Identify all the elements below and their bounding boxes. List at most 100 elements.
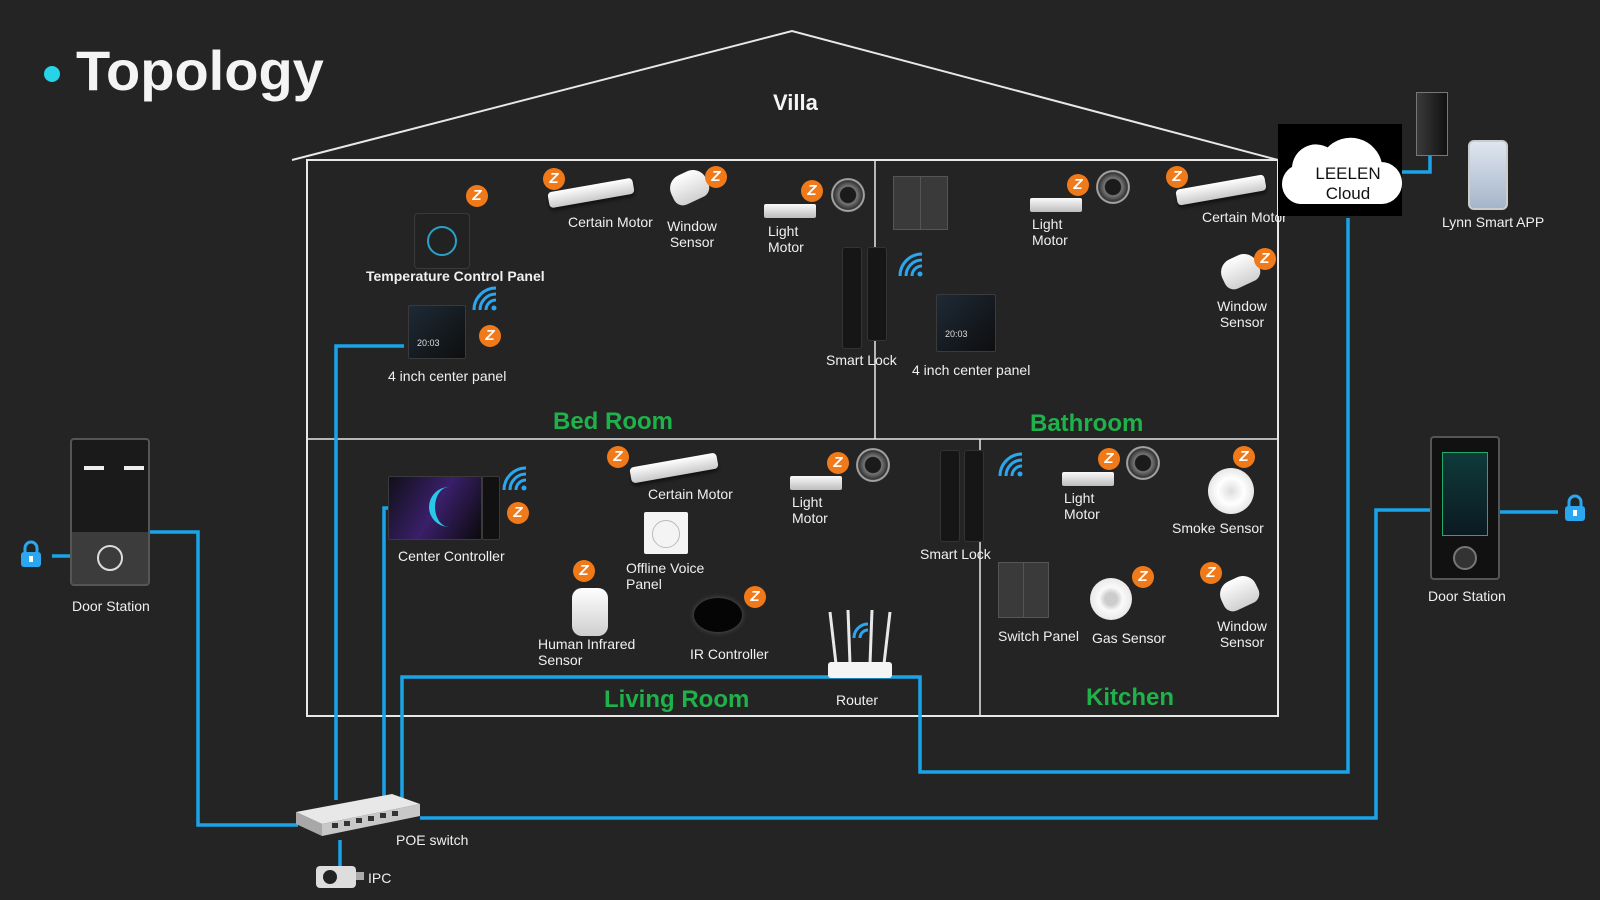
smart-lock-handle (867, 247, 887, 341)
light-motor-device (790, 476, 842, 490)
zigbee-icon: Z (1200, 562, 1222, 584)
wire-switch-door-right (420, 508, 1430, 820)
human-infrared-sensor-device (572, 588, 608, 636)
light-motor-label: Light Motor (768, 223, 804, 255)
window-sensor-label: Window Sensor (667, 218, 717, 250)
house-outline (306, 159, 1279, 717)
zigbee-icon: Z (543, 168, 565, 190)
light-dimmer-icon (1096, 170, 1130, 204)
zigbee-icon: Z (1098, 448, 1120, 470)
roof-outline (291, 29, 1279, 161)
smoke-sensor-device (1208, 468, 1254, 514)
zigbee-icon: Z (801, 180, 823, 202)
switch-panel-right (1023, 562, 1049, 618)
center-controller-label: Center Controller (398, 548, 505, 564)
light-motor-device (1062, 472, 1114, 486)
zigbee-icon: Z (479, 325, 501, 347)
light-motor-label: Light Motor (792, 494, 828, 526)
door-station-screen (1442, 452, 1488, 536)
zigbee-icon: Z (466, 185, 488, 207)
server-tower-icon (1416, 92, 1448, 156)
wire-switch-controller (382, 506, 392, 800)
padlock-icon (21, 540, 41, 567)
room-label-bathroom: Bathroom (1030, 410, 1144, 437)
zigbee-icon: Z (507, 502, 529, 524)
thermostat-dial-icon (427, 226, 457, 256)
human-infrared-sensor-label: Human Infrared Sensor (538, 636, 636, 668)
app-label: Lynn Smart APP (1442, 214, 1545, 230)
wire-cloud-server (1402, 150, 1432, 174)
poe-switch-icon (296, 794, 420, 836)
controller-side-module (482, 476, 500, 540)
poe-switch-label: POE switch (396, 832, 469, 848)
smartphone-icon (1468, 140, 1508, 210)
center-panel-label: 4 inch center panel (912, 362, 1031, 378)
ir-controller-label: IR Controller (690, 646, 769, 662)
window-sensor-label: Window Sensor (1217, 618, 1267, 650)
wifi-icon (502, 466, 527, 491)
padlock-icon (1565, 494, 1585, 521)
smoke-sensor-label: Smoke Sensor (1172, 520, 1264, 536)
zigbee-icon: Z (827, 452, 849, 474)
zigbee-icon: Z (705, 166, 727, 188)
center-panel-label: 4 inch center panel (388, 368, 507, 384)
cloud-label-line1: LEELEN (1315, 164, 1381, 183)
room-label-bed-room: Bed Room (553, 408, 673, 435)
door-station-left-label: Door Station (72, 598, 150, 614)
ipc-camera-icon (316, 866, 364, 888)
temperature-panel-label: Temperature Control Panel (366, 268, 545, 284)
wire-door-left-switch (150, 530, 298, 827)
light-dimmer-icon (856, 448, 890, 482)
light-dimmer-icon (831, 178, 865, 212)
center-controller-device (388, 476, 482, 540)
zigbee-icon: Z (573, 560, 595, 582)
light-motor-label: Light Motor (1064, 490, 1100, 522)
offline-voice-panel-device (644, 512, 688, 554)
villa-label: Villa (773, 90, 818, 115)
ir-controller-device (694, 598, 742, 632)
temperature-panel-device (414, 213, 470, 269)
smart-lock-device (842, 247, 862, 349)
window-sensor-label: Window Sensor (1217, 298, 1267, 330)
page-title: Topology (76, 39, 324, 102)
certain-motor-label: Certain Motor (568, 214, 653, 230)
smart-lock-device (940, 450, 960, 542)
light-dimmer-icon (1126, 446, 1160, 480)
smart-lock-label: Smart Lock (826, 352, 897, 368)
switch-panel-left (893, 176, 921, 230)
center-panel-device: 20:03 (936, 294, 996, 352)
center-panel-device: 20:03 (408, 305, 466, 359)
offline-voice-panel-label: Offline Voice Panel (626, 560, 705, 592)
wifi-icon (998, 452, 1023, 477)
gas-sensor-label: Gas Sensor (1092, 630, 1166, 646)
room-label-kitchen: Kitchen (1086, 684, 1175, 711)
call-button-icon (1453, 546, 1477, 570)
door-station-right-label: Door Station (1428, 588, 1506, 604)
smart-lock-handle (964, 450, 984, 542)
router-label: Router (836, 692, 879, 708)
zigbee-icon: Z (1132, 566, 1154, 588)
cloud-label-line2: Cloud (1325, 184, 1371, 203)
zigbee-icon: Z (1233, 446, 1255, 468)
certain-motor-label: Certain Motor (648, 486, 733, 502)
zigbee-icon: Z (1254, 248, 1276, 270)
router-icon (828, 609, 892, 678)
title-bullet (44, 66, 60, 82)
certain-motor-label: Certain Motor (1202, 209, 1287, 225)
cloud-icon (1282, 137, 1403, 204)
wifi-icon (472, 286, 497, 311)
zigbee-icon: Z (607, 446, 629, 468)
zigbee-icon: Z (1166, 166, 1188, 188)
ipc-label: IPC (368, 870, 392, 886)
room-label-living-room: Living Room (604, 686, 750, 713)
call-button-icon (97, 545, 123, 571)
light-motor-device (764, 204, 816, 218)
light-motor-device (1030, 198, 1082, 212)
wire-switch-bedpanel (334, 344, 404, 800)
wifi-icon (898, 252, 923, 277)
door-station-right-device (1430, 436, 1500, 580)
switch-panel-label: Switch Panel (998, 628, 1079, 644)
light-motor-label: Light Motor (1032, 216, 1068, 248)
gas-sensor-device (1090, 578, 1132, 620)
